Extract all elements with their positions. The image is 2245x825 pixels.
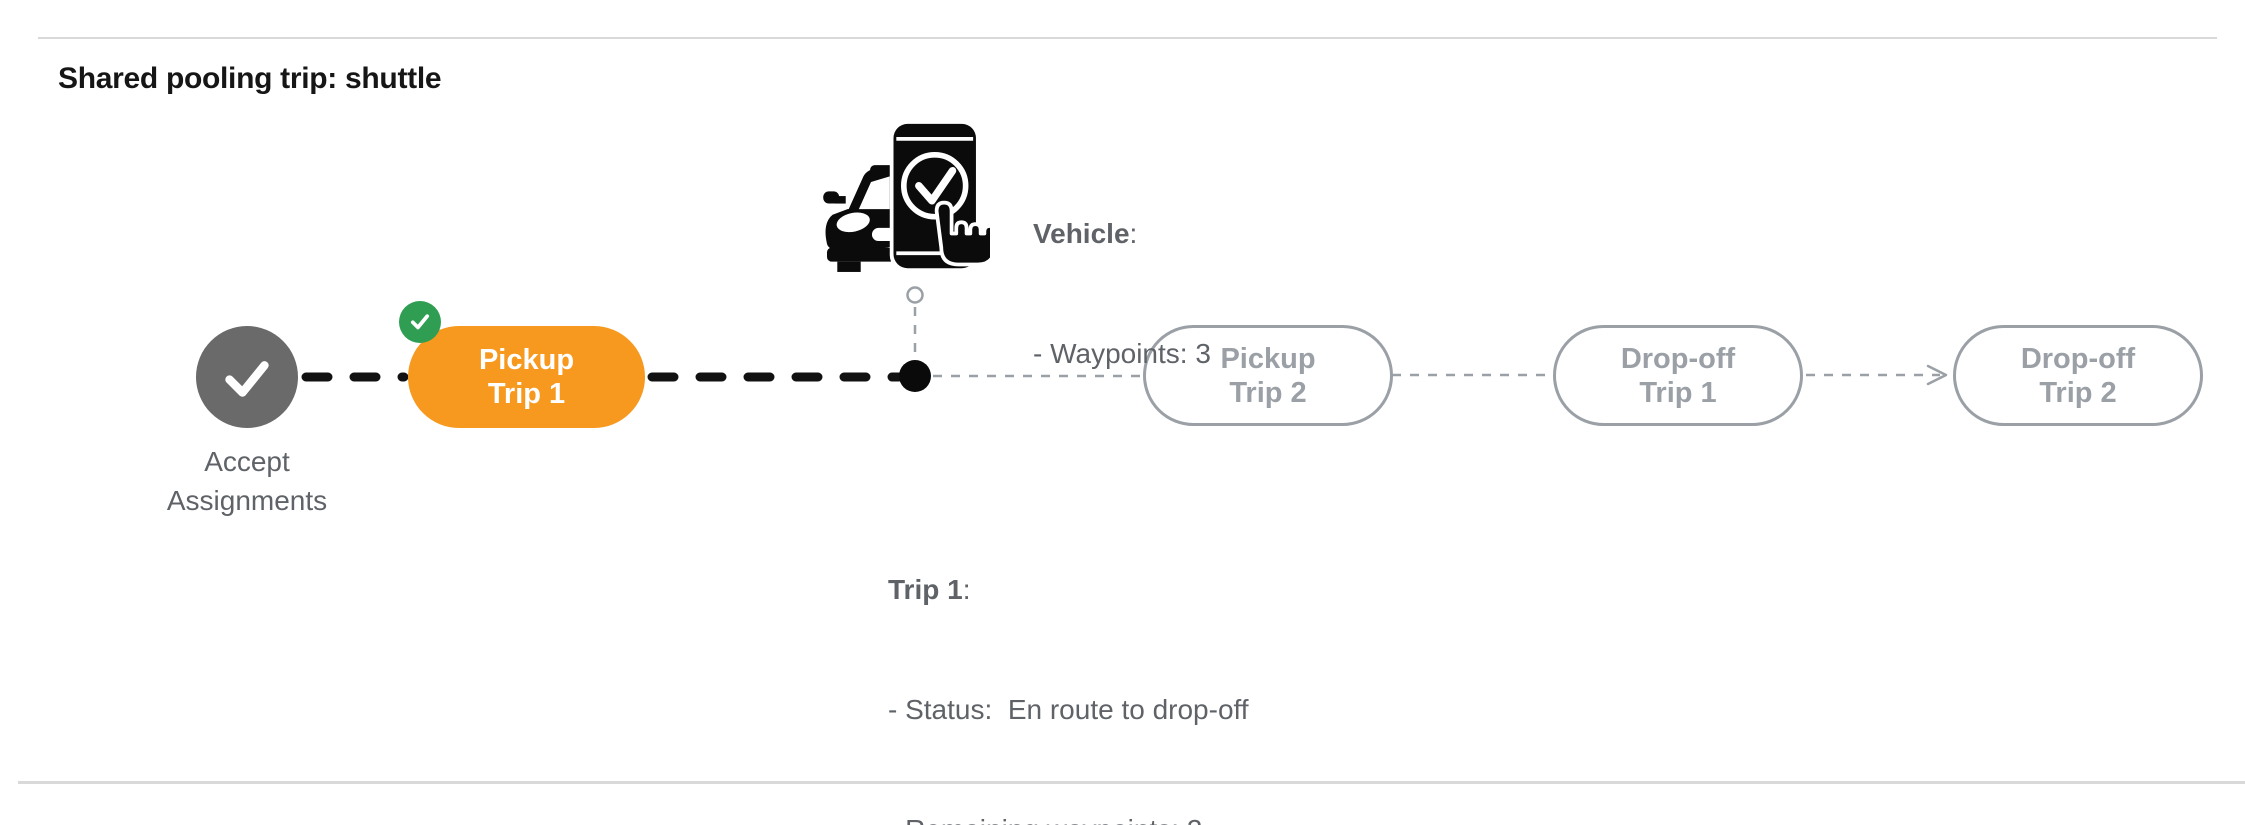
- stop-label-line1: Pickup: [478, 344, 575, 376]
- stop-label-line2: Trip 2: [1229, 376, 1307, 409]
- stop-label-line2: Trip 1: [1639, 376, 1717, 409]
- accept-label-line2: Assignments: [166, 485, 328, 516]
- trip-1-colon: :: [962, 574, 971, 605]
- vehicle-info-title: Vehicle:: [1033, 214, 1211, 254]
- vehicle-info: Vehicle: - Waypoints: 3: [1033, 134, 1211, 454]
- completed-badge: [399, 301, 441, 343]
- stop-label-line1: Drop-off: [1620, 342, 1736, 375]
- bottom-divider: [18, 781, 2245, 784]
- stop-pill-dropoff-trip-1: Drop-off Trip 1: [1553, 325, 1803, 426]
- arrowhead-icon: [1926, 364, 1948, 386]
- vehicle-waypoints-line: - Waypoints: 3: [1033, 338, 1211, 369]
- trip-1-label: Trip 1: [888, 574, 963, 605]
- accept-assignments-label: Accept Assignments: [97, 442, 397, 520]
- stop-pill-pickup-trip-1: Pickup Trip 1: [408, 326, 645, 428]
- accept-assignments-node: [196, 326, 298, 428]
- check-icon: [225, 361, 269, 397]
- vehicle-phone-check-icon: [823, 122, 990, 272]
- stop-label-line1: Drop-off: [2020, 342, 2136, 375]
- accept-label-line1: Accept: [204, 446, 290, 477]
- trip-1-remaining-line: - Remaining waypoints: 2: [888, 810, 1249, 825]
- current-position-dot: [899, 360, 931, 392]
- stop-pill-pickup-trip-2: Pickup Trip 2: [1143, 325, 1393, 426]
- stop-label-line2: Trip 1: [487, 378, 566, 410]
- page-title: Shared pooling trip: shuttle: [58, 62, 442, 95]
- stop-pill-dropoff-trip-2: Drop-off Trip 2: [1953, 325, 2203, 426]
- trip-1-title: Trip 1:: [888, 570, 1249, 610]
- trip-1-status-line: - Status: En route to drop-off: [888, 694, 1249, 725]
- trip-details: Trip 1: - Status: En route to drop-off -…: [888, 490, 1249, 825]
- stop-label-line1: Pickup: [1220, 342, 1316, 375]
- vehicle-marker-circle: [906, 286, 924, 304]
- top-divider: [38, 37, 2217, 39]
- vehicle-info-colon: :: [1129, 218, 1138, 249]
- check-icon: [410, 314, 430, 330]
- vehicle-info-label: Vehicle: [1033, 218, 1130, 249]
- stop-label-line2: Trip 2: [2039, 376, 2117, 409]
